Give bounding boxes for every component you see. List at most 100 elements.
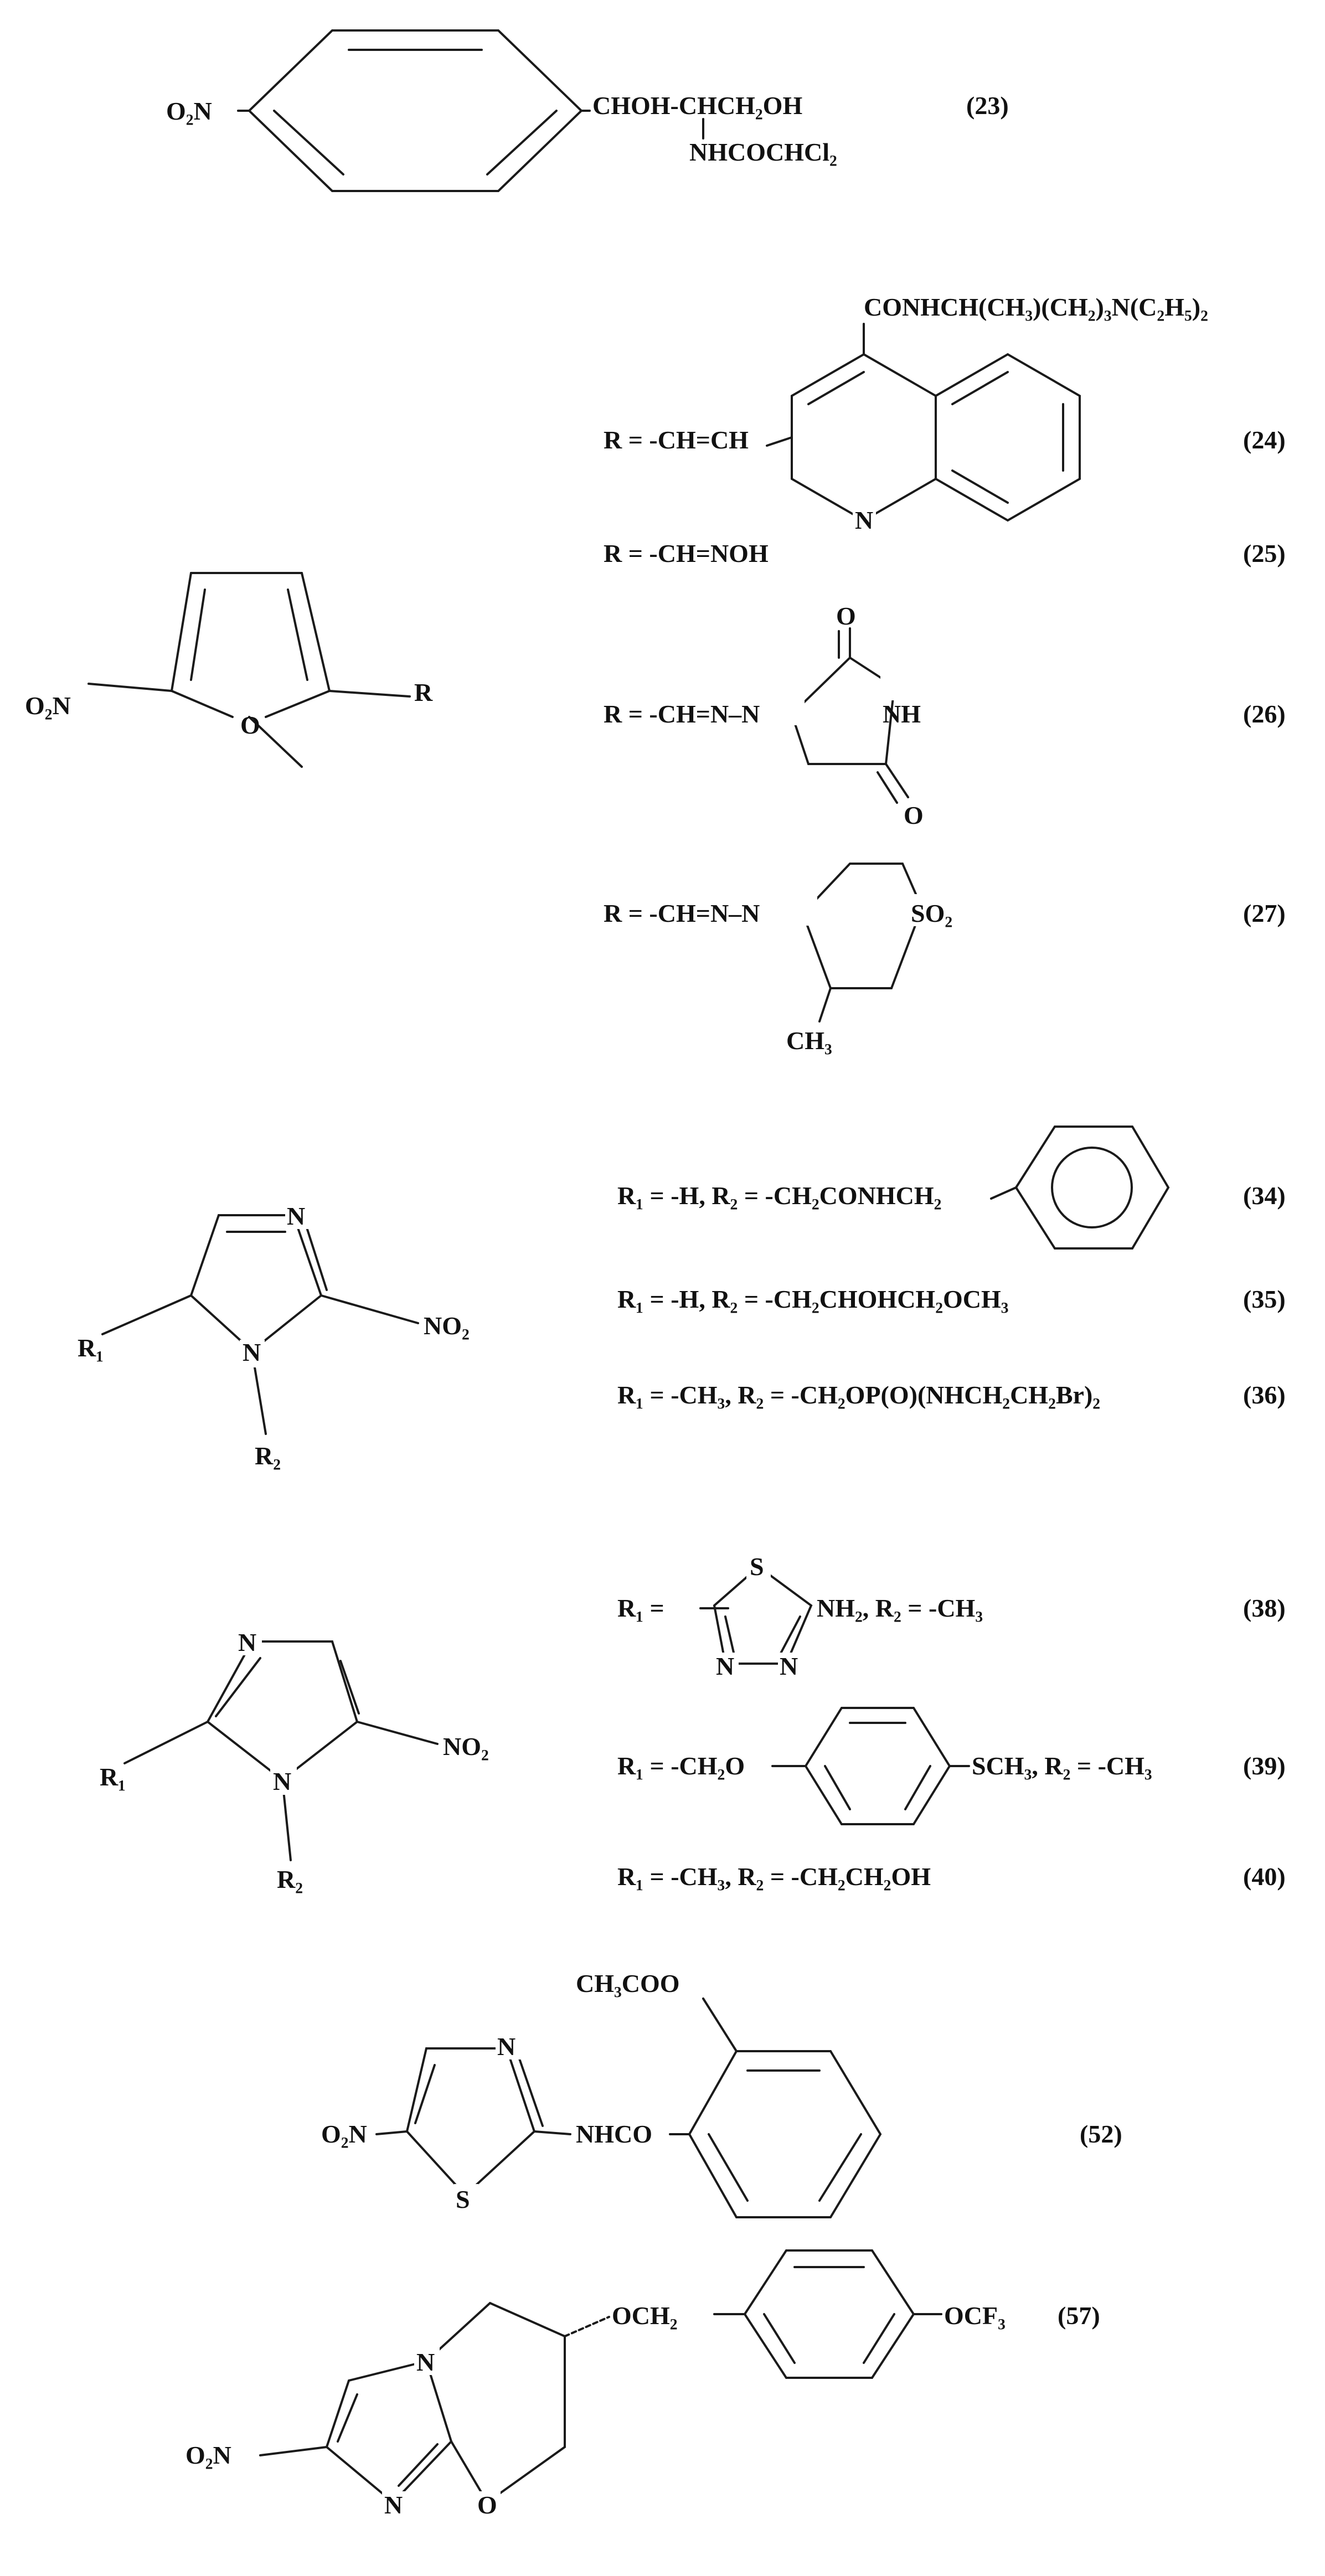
salicyl-ring	[688, 2050, 882, 2218]
label-mask	[270, 1767, 297, 1795]
double-bond	[190, 588, 206, 681]
double-bond	[763, 2313, 796, 2364]
nitro-label: O₂N	[185, 2441, 231, 2469]
compound-number: (34)	[1243, 1181, 1286, 1210]
compound-52: CH₃COO NHCO N S O₂N (52)	[321, 1969, 1122, 2218]
r-substituent-label: R = -CH=N–N	[604, 899, 760, 927]
label-mask	[382, 2491, 408, 2519]
bond	[248, 716, 303, 768]
substituent-head: R₁ = -CH₂O	[617, 1752, 745, 1780]
compound-number: (27)	[1243, 899, 1286, 927]
thiadiazole-ring	[713, 1565, 813, 1665]
nitro-label: NO₂	[424, 1312, 470, 1340]
substituent-text: R₁ = -CH₃, R₂ = -CH₂OP(O)(NHCH₂CH₂Br)₂	[617, 1381, 1100, 1409]
bond	[356, 1721, 439, 1745]
label-mask	[778, 1653, 802, 1678]
nitrogen-label: N	[238, 1628, 256, 1656]
sulfur-label: S	[456, 2185, 470, 2213]
bond	[328, 690, 411, 698]
nitrogen-label: N	[716, 1652, 734, 1680]
compound-number: (40)	[1243, 1862, 1286, 1891]
thiazinane-ring	[801, 863, 924, 989]
compound-57: OCH₂ OCF₃ N O₂N N O (57)	[185, 2249, 1100, 2519]
nitrogen-label: N	[780, 1652, 798, 1680]
ring-double-bonds	[273, 49, 558, 175]
bond	[301, 572, 331, 692]
double-bond	[708, 2133, 749, 2202]
oxygen-label: O	[477, 2491, 497, 2519]
benzyloxy-label: OCH₂	[612, 2301, 678, 2330]
bond	[171, 572, 192, 692]
double-bond	[517, 2053, 544, 2127]
nitro-label: NO₂	[443, 1732, 489, 1761]
compound-38: R₁ = S N N NH₂, R₂ = -CH₃ (38)	[617, 1552, 1286, 1680]
double-bond	[215, 1657, 261, 1717]
oxygen-label: O	[240, 711, 260, 739]
methyl-label: CH₃	[786, 1026, 832, 1055]
bond	[171, 690, 234, 718]
compound-24: CONHCH(CH₃)(CH₂)₃N(C₂H₅)₂ N R = -CH=CH (…	[604, 293, 1286, 534]
label-mask	[414, 2347, 440, 2375]
nitro-label: O₂N	[166, 97, 212, 125]
imidazole-ring	[325, 2360, 453, 2504]
double-bond	[339, 1660, 360, 1715]
compound-number: (25)	[1243, 539, 1286, 567]
r1-label: R₁	[78, 1334, 104, 1362]
double-bond	[877, 771, 898, 804]
double-bond	[863, 2313, 895, 2364]
substituent-text: R₁ = -H, R₂ = -CH₂CONHCH₂	[617, 1181, 941, 1210]
5-nitroimidazole-core: N NO₂ R₁ N R₂	[100, 1628, 489, 1893]
compound-40: R₁ = -CH₃, R₂ = -CH₂CH₂OH (40)	[617, 1862, 1286, 1891]
substituent-tail: NH₂, R₂ = -CH₃	[817, 1594, 983, 1622]
nitro-label: O₂N	[25, 691, 71, 720]
bond	[259, 2446, 328, 2456]
double-bond	[807, 371, 865, 405]
double-bond	[818, 2133, 862, 2202]
nitrogen-label: N	[243, 1338, 261, 1366]
bond	[533, 2130, 571, 2135]
phenyl-ring	[743, 2249, 915, 2379]
r-substituent-label: R = -CH=CH	[604, 426, 749, 454]
compound-36: R₁ = -CH₃, R₂ = -CH₂OP(O)(NHCH₂CH₂Br)₂ (…	[617, 1381, 1286, 1409]
aromatic-circle	[1051, 1147, 1133, 1228]
compound-number: (35)	[1243, 1285, 1286, 1313]
compound-23: O₂N CHOH-CHCH₂OH NHCOCHCl₂ (23)	[166, 29, 1009, 192]
compound-number: (36)	[1243, 1381, 1286, 1409]
bond	[818, 987, 832, 1023]
compound-number: (57)	[1058, 2301, 1100, 2330]
r-label: R	[414, 678, 433, 706]
label-mask	[791, 897, 817, 926]
2-nitroimidazole-core: N NO₂ R₁ N R₂	[78, 1201, 470, 1470]
compound-34: R₁ = -H, R₂ = -CH₂CONHCH₂ (34)	[617, 1126, 1286, 1250]
bond	[320, 1294, 419, 1324]
compound-number: (23)	[966, 91, 1009, 120]
label-mask	[880, 673, 930, 700]
double-bond	[303, 1220, 328, 1291]
nitrogen-label: N	[497, 2032, 515, 2061]
compound-number: (52)	[1080, 2120, 1122, 2148]
double-bond	[824, 1765, 851, 1810]
bond	[885, 763, 909, 798]
nitro-label: O₂N	[321, 2120, 367, 2148]
compound-number: (26)	[1243, 700, 1286, 728]
double-bond	[724, 1615, 735, 1654]
r2-label: R₂	[255, 1442, 281, 1470]
label-mask	[746, 1553, 771, 1579]
double-bond	[778, 1615, 801, 1656]
label-mask	[714, 1653, 739, 1678]
bond	[265, 690, 331, 718]
compound-number: (39)	[1243, 1752, 1286, 1780]
double-bond	[904, 1765, 931, 1810]
label-mask	[240, 1340, 265, 1367]
compound-27: R = -CH=N–N SO₂ CH₃ (27)	[604, 863, 1286, 1055]
label-mask	[853, 507, 876, 531]
label-mask	[454, 2184, 478, 2211]
nitrogen-label: N	[287, 1202, 305, 1230]
sulfone-label: SO₂	[911, 899, 952, 927]
nitrogen-label: N	[384, 2491, 403, 2519]
label-mask	[908, 894, 969, 926]
r-substituent-label: R = -CH=N–N	[604, 700, 760, 728]
oxygen-label: O	[904, 801, 924, 829]
nitrogen-label: N	[855, 506, 873, 534]
